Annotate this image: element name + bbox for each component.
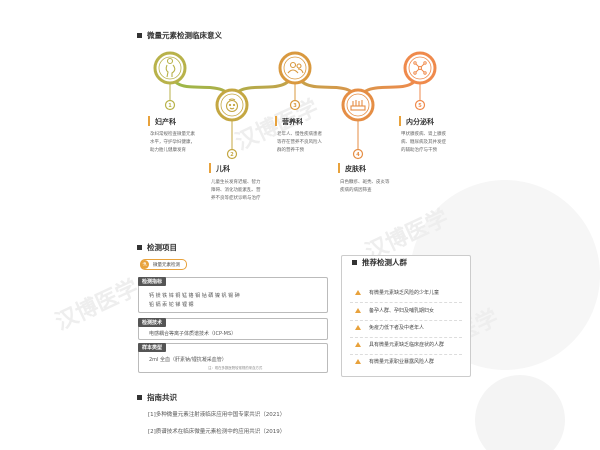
section-marker bbox=[137, 245, 142, 250]
sample-value: 2ml 全血（肝素钠/锂抗凝采血管） bbox=[149, 357, 227, 363]
people-icon bbox=[287, 61, 304, 74]
dept-number-badge-4 bbox=[352, 148, 364, 160]
section-marker bbox=[137, 395, 142, 400]
section-title-text: 推荐检测人群 bbox=[362, 258, 407, 267]
crowd-item: 免疫力低下者及中老年人 bbox=[355, 324, 424, 331]
dept-number-badge-5 bbox=[414, 99, 426, 111]
crowd-item: 有微量元素职业暴露风险人群 bbox=[355, 358, 434, 365]
section-marker bbox=[137, 33, 142, 38]
dept-number-4: 4 bbox=[356, 152, 360, 158]
triangle-bullet-icon bbox=[355, 359, 361, 364]
baby-face-icon bbox=[225, 98, 239, 113]
dept-number-badge-3 bbox=[289, 99, 301, 111]
section-title-text: 检测项目 bbox=[147, 243, 177, 252]
tech-label-tag: 检测技术 bbox=[138, 318, 167, 327]
crowd-item: 有微量元素缺乏风险的少年儿童 bbox=[355, 289, 439, 296]
test-badge-label: 微量元素检测 bbox=[153, 262, 180, 268]
section-marker bbox=[352, 260, 357, 265]
sample-note: 注：现在多数医院较常规的采血方式 bbox=[208, 366, 263, 370]
section-title-clinical-significance: 微量元素检测临床意义 bbox=[137, 30, 222, 41]
crowd-item: 具有微量元素缺乏临床症状的人群 bbox=[355, 341, 444, 348]
dept-desc-obgyn: 孕妇常规检查微量元素 水平，守护孕妇健康， 助力胎儿健康发育 bbox=[150, 132, 195, 153]
section-title-text: 微量元素检测临床意义 bbox=[147, 31, 222, 40]
dept-accent-bar bbox=[399, 116, 401, 126]
section-title-guidelines: 指南共识 bbox=[137, 392, 177, 403]
sample-label-tag: 样本类型 bbox=[138, 343, 167, 352]
dept-name-dermatology: 皮肤科 bbox=[345, 165, 366, 173]
department-wave-timeline: 1 2 3 4 5 bbox=[153, 51, 437, 160]
pregnant-woman-icon bbox=[165, 57, 176, 78]
section-title-recommended-crowd: 推荐检测人群 bbox=[350, 257, 409, 268]
dept-name-endocrinology: 内分泌科 bbox=[406, 118, 434, 126]
skin-icon bbox=[350, 100, 366, 111]
section-title-text: 指南共识 bbox=[147, 393, 177, 402]
dept-number-5: 5 bbox=[418, 103, 422, 109]
sample-type-box bbox=[138, 343, 328, 373]
dept-desc-dermatology: 白色糠疹、斑秃、皮炎等 疾病的病因筛查 bbox=[340, 180, 390, 193]
triangle-bullet-icon bbox=[355, 308, 361, 313]
watermark-text: 汉博医学 bbox=[52, 275, 143, 336]
recommended-crowd-box bbox=[341, 255, 471, 377]
tech-value: 电感耦合等离子体质谱技术（ICP-MS） bbox=[149, 331, 237, 337]
items-line-1: 钙 镁 铁 锌 铜 锰 铬 钼 钴 硒 镍 钒 锡 砷 bbox=[149, 293, 240, 299]
test-items-box bbox=[138, 277, 328, 313]
items-line-2: 铅 镉 汞 铊 锑 锂 锶 bbox=[149, 302, 194, 308]
dept-number-1: 1 bbox=[168, 103, 172, 109]
triangle-bullet-icon bbox=[355, 290, 361, 295]
dept-number-3: 3 bbox=[293, 103, 297, 109]
dept-accent-bar bbox=[338, 163, 340, 173]
crowd-item: 备孕人群、孕妇及哺乳期妇女 bbox=[355, 307, 434, 314]
dept-desc-nutrition: 老年人、慢性疾病患者 等存在营养不良风险人 群的营养干预 bbox=[277, 132, 322, 153]
dept-desc-endocrinology: 甲状腺疾病、肾上腺疾 病、糖尿病及其并发症 的辅助治疗与干预 bbox=[401, 132, 446, 153]
dept-desc-pediatrics: 儿童生长发育迟缓、智力 障碍、消化功能紊乱、营 养不良等症状诊断与治疗 bbox=[211, 180, 261, 201]
divider bbox=[350, 320, 462, 321]
dept-accent-bar bbox=[148, 116, 150, 126]
dept-name-obgyn: 妇产科 bbox=[155, 118, 176, 126]
dept-icon-circle-2 bbox=[215, 88, 249, 122]
triangle-bullet-icon bbox=[355, 342, 361, 347]
items-label-tag: 检测指标 bbox=[138, 277, 167, 286]
dept-icon-circle-5 bbox=[403, 51, 437, 85]
dept-number-2: 2 bbox=[230, 152, 234, 158]
guideline-ref-2[interactable]: [2]质谱技术在临床微量元素检测中的应用共识（2019） bbox=[148, 429, 286, 435]
triangle-bullet-icon bbox=[355, 325, 361, 330]
test-badge: ⚗ 微量元素检测 bbox=[140, 259, 187, 270]
divider bbox=[350, 337, 462, 338]
dept-icon-circle-4 bbox=[341, 88, 375, 122]
molecule-icon bbox=[413, 61, 427, 75]
dept-name-nutrition: 营养科 bbox=[282, 118, 303, 126]
dept-icon-circle-1 bbox=[153, 51, 187, 85]
dept-icon-circle-3 bbox=[278, 51, 312, 85]
divider bbox=[350, 354, 462, 355]
divider bbox=[350, 302, 462, 303]
guideline-ref-1[interactable]: [1]多种微量元素注射液临床应用中国专家共识（2021） bbox=[148, 412, 286, 418]
dept-accent-bar bbox=[275, 116, 277, 126]
test-tech-box bbox=[138, 318, 328, 340]
dept-number-badge-1 bbox=[164, 99, 176, 111]
dept-name-pediatrics: 儿科 bbox=[216, 165, 230, 173]
dept-number-badge-2 bbox=[226, 148, 238, 160]
section-title-test-items: 检测项目 bbox=[137, 242, 177, 253]
dept-accent-bar bbox=[209, 163, 211, 173]
flask-icon: ⚗ bbox=[140, 260, 149, 269]
